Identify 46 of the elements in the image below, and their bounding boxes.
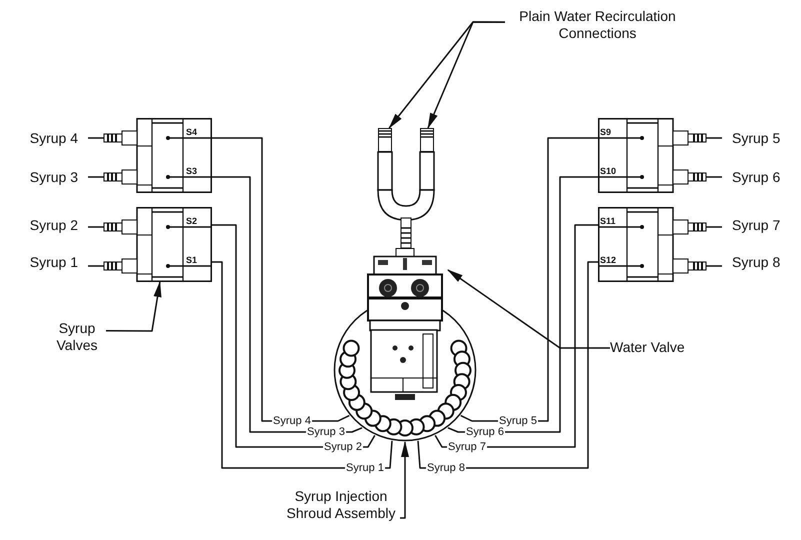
leader-line xyxy=(106,281,162,332)
syrup-tube-line xyxy=(448,176,598,433)
syrup-tube-line xyxy=(417,261,598,469)
syrup-label: Syrup 8 xyxy=(732,254,780,270)
edge-label: Syrup 4 xyxy=(272,415,312,427)
syrup-label: Syrup 5 xyxy=(732,130,780,146)
edge-label: Syrup 5 xyxy=(498,415,538,427)
edge-label: Syrup 8 xyxy=(426,462,466,474)
callout-label: Water Valve xyxy=(610,339,702,356)
syrup-tube-line xyxy=(212,137,350,422)
leader-line xyxy=(400,441,409,519)
hose-fitting xyxy=(378,128,392,152)
port-label: S11 xyxy=(600,216,616,226)
syrup-label: Syrup 4 xyxy=(30,130,78,146)
syrup-tube-line xyxy=(212,176,362,433)
callout-label: Syrup Injection Shroud Assembly xyxy=(282,488,400,522)
edge-label: Syrup 2 xyxy=(323,441,363,453)
syrup-label: Syrup 1 xyxy=(30,254,78,270)
syrup-tube-line xyxy=(460,137,598,422)
syrup-label: Syrup 7 xyxy=(732,217,780,233)
syrup-valve-block xyxy=(598,207,722,282)
syrup-valve-block xyxy=(88,118,212,193)
leader-line xyxy=(447,269,610,349)
port-label: S1 xyxy=(186,255,198,265)
callout-label: Syrup Valves xyxy=(48,320,106,354)
port-label: S9 xyxy=(600,127,612,137)
syrup-label: Syrup 2 xyxy=(30,217,78,233)
hose-fitting xyxy=(420,128,434,152)
port-label: S12 xyxy=(600,255,616,265)
callout-label: Plain Water Recirculation Connections xyxy=(505,8,690,42)
port-label: S3 xyxy=(186,166,198,176)
syrup-label: Syrup 6 xyxy=(732,169,780,185)
syrup-label: Syrup 3 xyxy=(30,169,78,185)
port-label: S4 xyxy=(186,127,198,137)
edge-label: Syrup 1 xyxy=(345,462,385,474)
syrup-tube-line xyxy=(212,224,376,448)
edge-label: Syrup 3 xyxy=(306,426,346,438)
leader-line xyxy=(427,21,505,129)
port-label: S2 xyxy=(186,216,198,226)
port-label: S10 xyxy=(600,166,616,176)
edge-label: Syrup 6 xyxy=(465,426,505,438)
syrup-tube-line xyxy=(434,224,598,448)
syrup-valve-block xyxy=(598,118,722,193)
syrup-valve-block xyxy=(88,207,212,282)
edge-label: Syrup 7 xyxy=(447,441,487,453)
syrup-tube-line xyxy=(212,261,393,469)
